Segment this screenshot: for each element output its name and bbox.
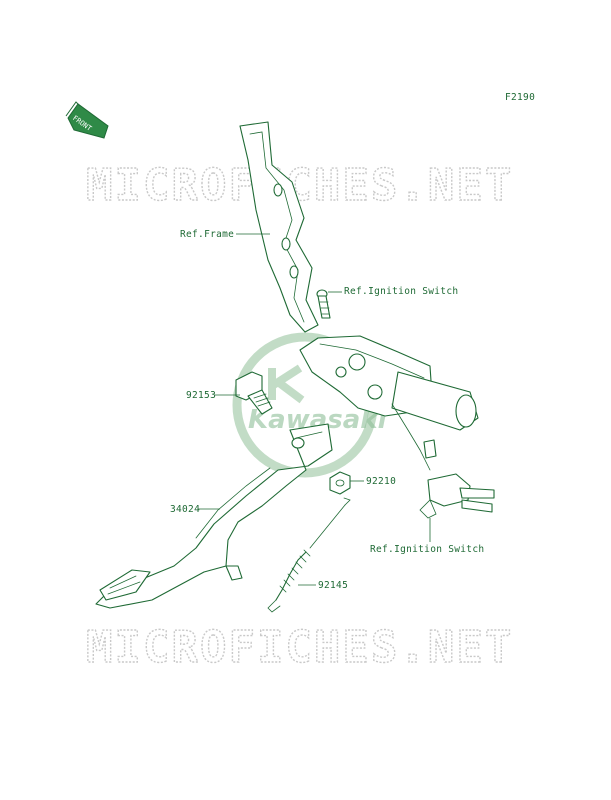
frame-side-pipe (391, 371, 479, 431)
spring-92145 (267, 497, 351, 613)
bolt-ignition-switch (316, 289, 331, 319)
side-stand-34024 (95, 423, 333, 609)
front-arrow-icon: FRONT (65, 101, 109, 139)
callout-92210: 92210 (366, 476, 396, 487)
callout-ref-ignition-switch-top: Ref.Ignition Switch (344, 286, 458, 297)
bolt-92153 (235, 371, 273, 415)
nut-92210 (329, 471, 351, 495)
callout-ref-frame: Ref.Frame (180, 229, 234, 240)
ignition-switch-component (391, 403, 495, 519)
watermark-bottom: MICROFICHES.NET (86, 622, 513, 673)
callout-92153: 92153 (186, 390, 216, 401)
callout-92145: 92145 (318, 580, 348, 591)
callout-ref-ignition-switch-bottom: Ref.Ignition Switch (370, 544, 484, 555)
callout-34024: 34024 (170, 504, 200, 515)
diagram-code: F2190 (505, 92, 535, 103)
frame-tube (239, 121, 319, 333)
